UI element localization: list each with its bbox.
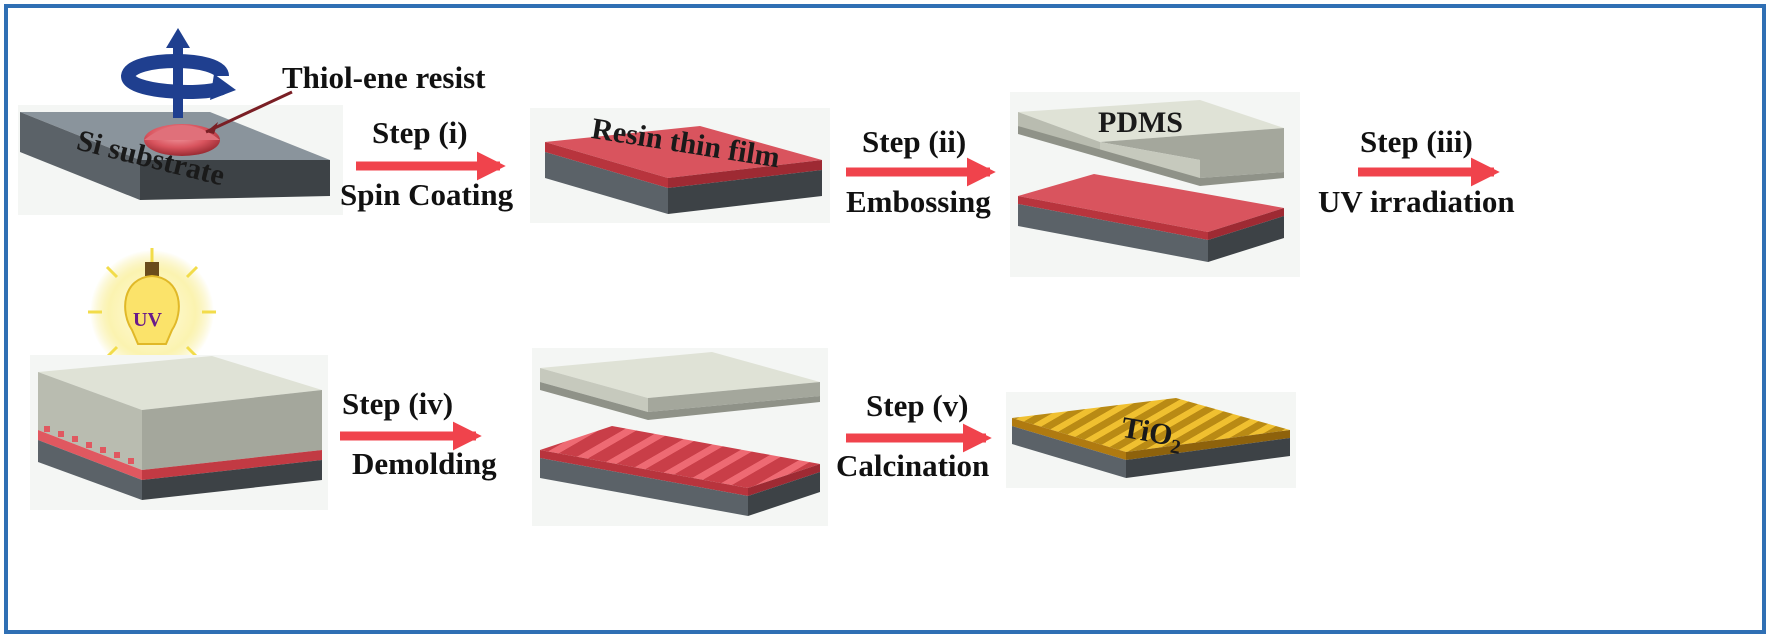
label-thiol-ene: Thiol-ene resist (282, 60, 486, 95)
step-i-label: Step (i) (372, 115, 468, 150)
label-pdms: PDMS (1098, 106, 1183, 139)
step-ii: Step (ii) Embossing (846, 124, 996, 219)
step-ii-action: Embossing (846, 184, 991, 219)
outer-border (4, 4, 1766, 634)
step-iii-label: Step (iii) (1360, 124, 1473, 159)
panel-embossing: PDMS (1010, 92, 1300, 277)
step-iii-action: UV irradiation (1318, 184, 1515, 219)
substrate-front-face (20, 112, 140, 200)
step-v-action: Calcination (836, 448, 989, 483)
step-iv-label: Step (iv) (342, 386, 453, 421)
step-i: Step (i) Spin Coating (340, 115, 514, 212)
spin-arrow-icon (120, 28, 236, 118)
step-iv-action: Demolding (352, 446, 497, 481)
resist-pointer (205, 90, 293, 134)
step-iv: Step (iv) Demolding (340, 386, 497, 481)
step-v-label: Step (v) (866, 388, 968, 423)
label-uv: UV (133, 309, 162, 331)
uv-bulb-icon: UV (88, 248, 216, 376)
panel-uv-cure: UV (30, 248, 328, 510)
step-v: Step (v) Calcination (836, 388, 992, 483)
panel-resin-film: Resin thin film (530, 108, 830, 223)
substrate-side-face (140, 160, 330, 200)
step-ii-label: Step (ii) (862, 124, 966, 159)
panel-si-substrate: Thiol-ene resist Si substrate (18, 28, 486, 215)
panel-demolded (532, 348, 828, 526)
step-i-action: Spin Coating (340, 177, 514, 212)
panel-tio2: TiO2 (1006, 392, 1296, 488)
step-iii: Step (iii) UV irradiation (1318, 124, 1515, 219)
